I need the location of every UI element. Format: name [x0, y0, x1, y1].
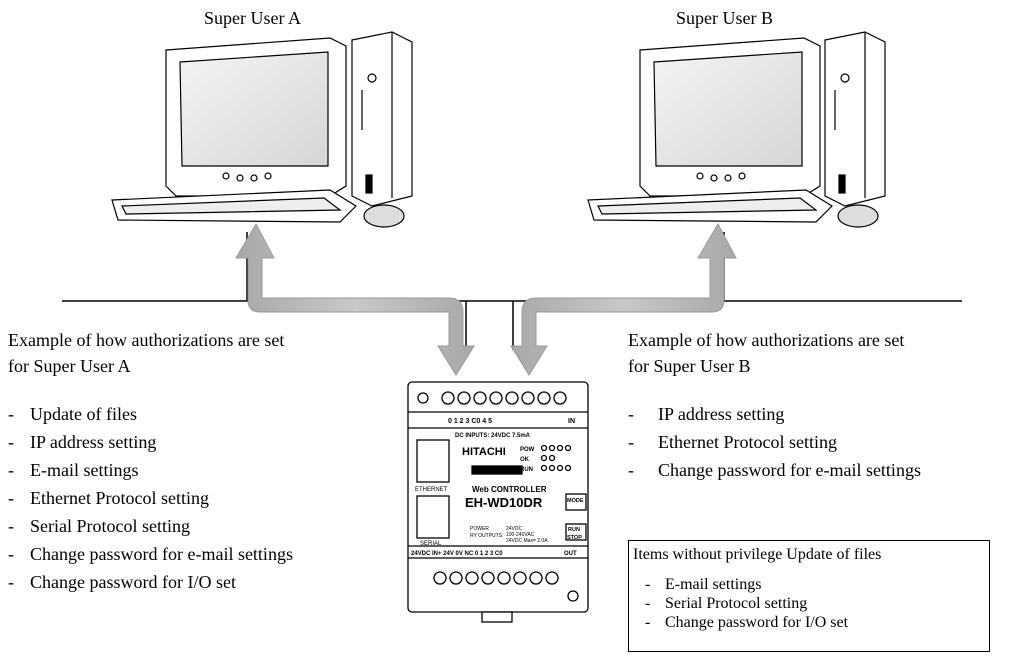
- controller-port-ethernet-label: ETHERNET: [415, 487, 448, 493]
- super-user-a-label: Super User A: [204, 8, 301, 28]
- desktop-computer-icon-b: [587, 31, 886, 228]
- left-panel-authorization-list: -Update of files -IP address setting -E-…: [8, 400, 293, 596]
- list-item: -E-mail settings: [645, 576, 762, 593]
- controller-led-ok: OK: [520, 457, 530, 463]
- controller-led-run: RUN: [520, 467, 533, 473]
- list-item: -Serial Protocol setting: [645, 595, 808, 612]
- list-item: -Ethernet Protocol setting: [628, 432, 837, 452]
- controller-stop-label: STOP: [567, 535, 582, 541]
- bidirectional-arrow-icon-b: [510, 222, 737, 376]
- controller-brand: HITACHI: [462, 446, 506, 458]
- bidirectional-arrow-icon-a: [235, 222, 475, 376]
- no-privilege-list: -E-mail settings -Serial Protocol settin…: [645, 575, 848, 632]
- list-item: -Serial Protocol setting: [8, 516, 190, 536]
- controller-power-label: POWER: [470, 526, 489, 532]
- right-panel-authorization-list: -IP address setting -Ethernet Protocol s…: [628, 400, 921, 484]
- controller-output-terminals: 24VDC IN+ 24V 0V NC 0 1 2 3 C0: [411, 551, 503, 557]
- list-item: -IP address setting: [8, 432, 157, 452]
- controller-ry-outputs: RY OUTPUTS:: [470, 533, 503, 539]
- left-panel-heading-line2: for Super User A: [8, 356, 131, 376]
- list-item: -Change password for e-mail settings: [628, 460, 921, 480]
- controller-input-terminals: 0 1 2 3 C0 4 5: [448, 418, 492, 425]
- super-user-b-label: Super User B: [676, 8, 773, 28]
- list-item: -Change password for I/O set: [645, 614, 849, 631]
- controller-power-spec2: 100-240VAC: [506, 532, 535, 538]
- list-item: -Update of files: [8, 404, 137, 424]
- no-privilege-box: Items without privilege Update of files …: [628, 540, 990, 652]
- controller-model: EH-WD10DR: [465, 495, 543, 510]
- desktop-computer-icon-a: [111, 31, 413, 228]
- left-panel-heading-line1: Example of how authorizations are set: [8, 330, 285, 350]
- list-item: -E-mail settings: [8, 460, 139, 480]
- controller-power-spec1: 24VDC: [506, 526, 523, 532]
- controller-dc-inputs: DC INPUTS: 24VDC 7.5mA: [455, 433, 531, 439]
- controller-mode-label: MODE: [567, 498, 584, 504]
- list-item: -IP address setting: [628, 404, 785, 424]
- controller-power-spec3: 24VDC Max= 2.0A: [506, 538, 548, 544]
- controller-run-label: RUN: [568, 527, 580, 533]
- controller-out-tag: OUT: [564, 551, 577, 557]
- right-panel-heading-line2: for Super User B: [628, 356, 751, 376]
- right-panel-heading-line1: Example of how authorizations are set: [628, 330, 905, 350]
- list-item: -Change password for e-mail settings: [8, 544, 293, 564]
- controller-led-pow: POW: [520, 447, 535, 453]
- list-item: -Change password for I/O set: [8, 572, 236, 592]
- list-item: -Ethernet Protocol setting: [8, 488, 209, 508]
- no-privilege-title: Items without privilege Update of files: [633, 546, 882, 563]
- controller-in-tag: IN: [568, 418, 575, 425]
- controller-port-serial-label: SERIAL: [420, 541, 442, 547]
- controller-product-line: Web CONTROLLER: [472, 485, 547, 494]
- web-controller-device: [407, 381, 589, 623]
